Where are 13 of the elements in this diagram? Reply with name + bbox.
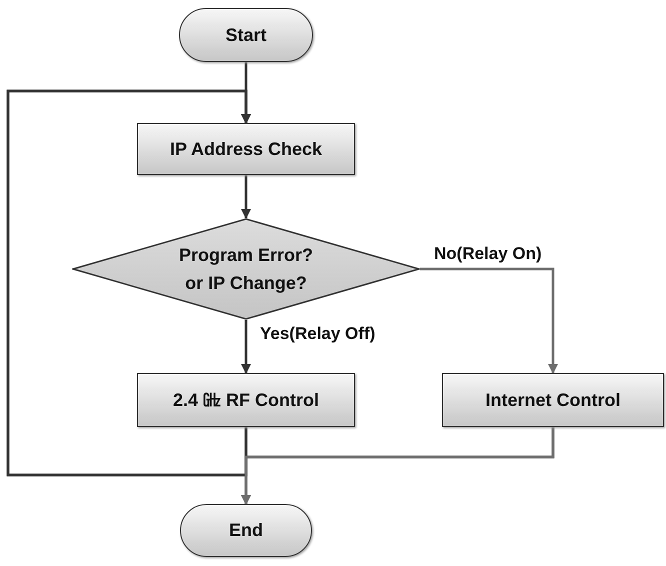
arrow bbox=[241, 175, 251, 219]
terminal-pill: Start bbox=[179, 8, 313, 62]
edge-label: No(Relay On) bbox=[432, 244, 544, 264]
process-box: Internet Control bbox=[442, 373, 664, 427]
process-box: IP Address Check bbox=[137, 123, 355, 175]
arrow bbox=[241, 62, 251, 124]
arrow bbox=[241, 427, 554, 505]
edge-label: Yes(Relay Off) bbox=[258, 324, 378, 344]
terminal-pill: End bbox=[180, 504, 312, 557]
process-box: 2.4 ㎓ RF Control bbox=[137, 373, 355, 427]
arrow bbox=[420, 268, 558, 374]
decision-diamond: Program Error? or IP Change? bbox=[72, 218, 420, 320]
arrow bbox=[241, 320, 251, 374]
